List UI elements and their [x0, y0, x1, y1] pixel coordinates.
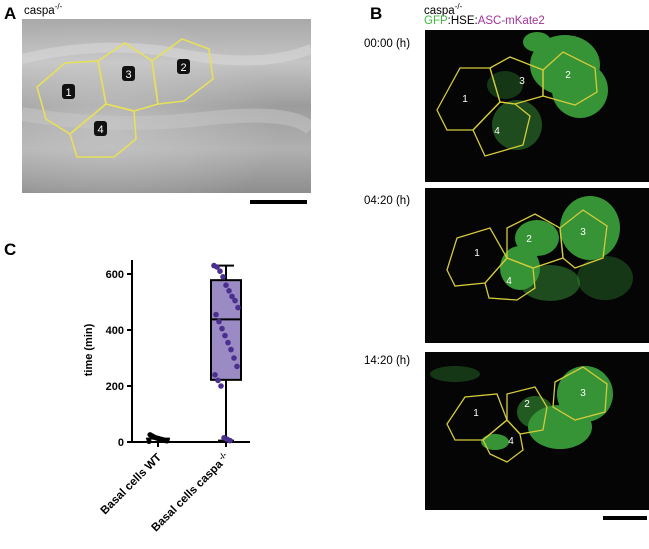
cell-label-4: 4	[97, 124, 103, 136]
caspa-point	[225, 339, 231, 346]
cell-label-2: 2	[180, 62, 186, 74]
panel-a-micrograph: 1 2 3 4	[22, 19, 311, 193]
x-category-label: Basal cells WT	[99, 452, 164, 517]
caspa-point	[213, 311, 219, 318]
panel-a-letter: A	[4, 4, 17, 23]
caspa-point	[222, 332, 228, 339]
panel-a-scale-bar	[250, 200, 307, 204]
panel-c-letter: C	[4, 240, 17, 259]
caspa-point	[223, 282, 229, 288]
y-tick-label: 400	[106, 325, 124, 337]
frame-1-cell-2: 2	[565, 70, 571, 81]
frame-2-image: 1 2 3 4	[425, 188, 649, 343]
frame-1-time: 00:00 (h)	[364, 38, 411, 50]
frame-1-cell-4: 4	[494, 126, 500, 137]
caspa-point	[227, 437, 233, 444]
caspa-point	[214, 264, 220, 270]
y-tick-label: 200	[106, 381, 124, 393]
caspa-point	[215, 377, 221, 384]
frame-2-cell-1: 1	[474, 248, 480, 259]
caspa-point	[212, 372, 218, 378]
frame-3-cell-3: 3	[580, 388, 586, 399]
cell-label-3: 3	[125, 69, 131, 81]
panel-b-genotype: caspa-/-	[424, 2, 462, 17]
series-caspa-points	[211, 262, 241, 444]
panel-b-scale-bar	[603, 516, 647, 520]
frame-1-cell-1: 1	[462, 94, 468, 105]
y-axis-label: time (min)	[83, 323, 95, 376]
frame-3-image: 1 2 3 4	[425, 352, 649, 510]
caspa-point	[217, 268, 223, 274]
series-wt	[146, 432, 170, 445]
legend-sep-2: :	[474, 15, 478, 27]
frame-2-time: 04:20 (h)	[364, 195, 411, 207]
panel-c-chart: time (min) 0 200 400 600 Basal cells WTBasa…	[83, 260, 250, 535]
caspa-point	[218, 383, 224, 389]
caspa-point	[219, 325, 225, 332]
caspa-point	[226, 288, 232, 294]
wt-point	[147, 432, 153, 438]
y-axis-ticks: 0 200 400 600	[106, 269, 132, 449]
y-tick-label: 600	[106, 269, 124, 281]
frame-3-time: 14:20 (h)	[364, 355, 411, 367]
legend-sep-1: :	[447, 15, 451, 27]
cell-outline-4	[69, 103, 137, 158]
wt-point	[146, 438, 152, 445]
frame-2-cell-4: 4	[506, 276, 512, 287]
caspa-point	[228, 346, 234, 353]
legend-asc-mkate2: ASC-mKate2	[477, 15, 545, 27]
panel-b-genotype-sup: -/-	[454, 2, 463, 11]
iqr-box	[210, 279, 242, 381]
caspa-point	[232, 297, 238, 304]
frame-3-cell-1: 1	[473, 408, 479, 419]
frame-3-cell-4: 4	[508, 436, 514, 447]
frame-1-image: 1 3 2 4	[425, 30, 649, 182]
frame-2-cell-3: 3	[580, 227, 586, 238]
series-caspa-box	[210, 264, 242, 442]
panel-b-letter: B	[370, 4, 383, 23]
caspa-point	[234, 363, 240, 370]
y-tick-label: 0	[118, 437, 124, 449]
frame-1-cell-3: 3	[519, 76, 525, 87]
frame-2-cell-2: 2	[526, 234, 532, 245]
panel-a-genotype-sup: -/-	[54, 2, 63, 11]
caspa-point	[235, 304, 241, 311]
legend-hse: HSE	[450, 15, 475, 27]
x-category-label-sup: -/-	[217, 450, 229, 462]
caspa-point	[216, 318, 222, 325]
cell-outline-2	[151, 38, 214, 105]
legend-gfp: GFP	[424, 15, 448, 27]
frame-3-cell-2: 2	[524, 399, 530, 410]
caspa-point	[229, 293, 235, 300]
panel-b-genotype-text: caspa	[424, 4, 455, 17]
caspa-point	[231, 355, 237, 361]
cell-label-1: 1	[65, 87, 71, 99]
panel-a-genotype: caspa-/-	[24, 2, 62, 17]
panel-b-channel-legend: GFP:HSE:ASC-mKate2	[424, 15, 545, 27]
caspa-point	[220, 274, 226, 280]
panel-a-genotype-text: caspa	[24, 4, 55, 17]
